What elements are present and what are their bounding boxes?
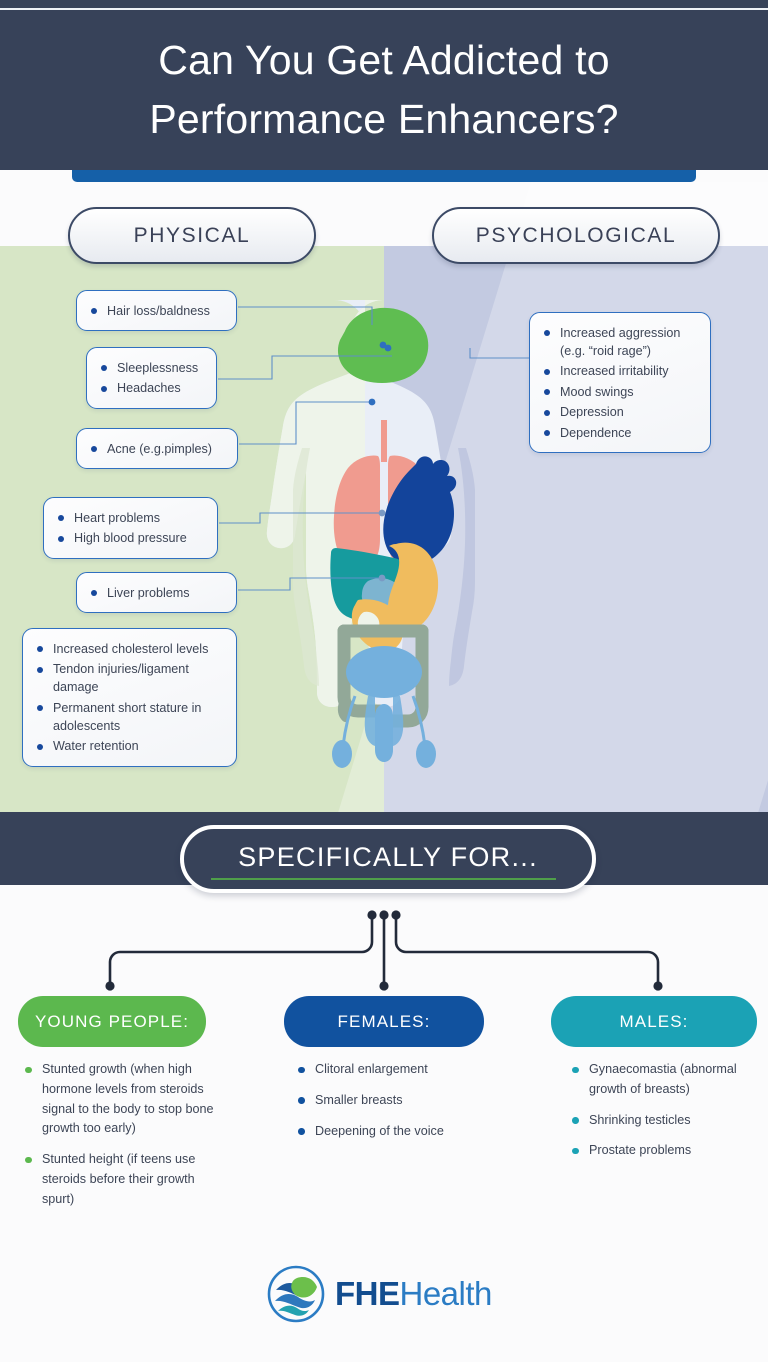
category-label: YOUNG PEOPLE: [34,1011,190,1031]
specifically-underline [211,878,556,880]
callout-misc-physical: Increased cholesterol levels Tendon inju… [22,628,237,767]
tab-psychological[interactable]: PSYCHOLOGICAL [432,207,720,264]
callout-item: Increased irritability [543,362,697,380]
list-item: Stunted growth (when high hormone levels… [25,1060,230,1139]
page-title-line2: Performance Enhancers? [149,96,619,142]
list-males: Gynaecomastia (abnormal growth of breast… [572,1060,762,1172]
category-label: MALES: [619,1011,689,1031]
callout-item: Dependence [543,424,697,442]
callout-item: Increased aggression (e.g. “roid rage”) [543,324,697,360]
callout-heart: Heart problems High blood pressure [43,497,218,559]
callout-hair-loss: Hair loss/baldness [76,290,237,331]
category-pill-females: FEMALES: [284,996,484,1047]
callout-acne: Acne (e.g.pimples) [76,428,238,469]
list-item: Shrinking testicles [572,1111,762,1131]
list-item: Prostate problems [572,1141,762,1161]
heart-organ [383,456,457,566]
tab-physical[interactable]: PHYSICAL [68,207,316,264]
callout-sleep: Sleeplessness Headaches [86,347,217,409]
trachea [381,420,387,462]
logo-brand-light: Health [399,1275,493,1312]
specifically-for-banner: SPECIFICALLY FOR... [180,825,596,893]
fhe-health-logo: FHEHealth [266,1262,506,1326]
callout-liver: Liver problems [76,572,237,613]
fhe-logo-text: FHEHealth [335,1275,492,1313]
callout-item: High blood pressure [57,529,204,547]
category-pill-males: MALES: [551,996,757,1047]
tab-physical-label: PHYSICAL [133,223,251,247]
callout-item: Mood swings [543,383,697,401]
callout-item: Increased cholesterol levels [36,640,223,658]
list-item: Clitoral enlargement [298,1060,508,1080]
page-title-line1: Can You Get Addicted to [158,36,610,83]
list-young-people: Stunted growth (when high hormone levels… [25,1060,230,1220]
left-gonad [332,740,352,768]
list-item: Deepening of the voice [298,1122,508,1142]
callout-item: Headaches [100,379,203,397]
right-gonad [416,740,436,768]
category-pill-young-people: YOUNG PEOPLE: [18,996,206,1047]
tab-psychological-label: PSYCHOLOGICAL [475,223,677,247]
callout-item: Permanent short stature in adolescents [36,699,223,735]
top-hairline [0,8,768,10]
human-body-illustration [248,298,520,810]
logo-brand-bold: FHE [335,1275,400,1312]
list-females: Clitoral enlargement Smaller breasts Dee… [298,1060,508,1152]
callout-item: Heart problems [57,509,204,527]
callout-item: Depression [543,403,697,421]
list-item: Smaller breasts [298,1091,508,1111]
callout-item: Liver problems [90,584,223,602]
callout-item: Acne (e.g.pimples) [90,440,224,458]
callout-item: Water retention [36,737,223,755]
top-strip [0,0,768,8]
category-label: FEMALES: [337,1011,431,1031]
list-item: Stunted height (if teens use steroids be… [25,1150,230,1209]
brain-organ [337,307,429,383]
fhe-logo-mark [267,1265,325,1323]
callout-item: Hair loss/baldness [90,302,223,320]
callout-item: Sleeplessness [100,359,203,377]
callout-psychological: Increased aggression (e.g. “roid rage”) … [529,312,711,453]
specifically-for-label: SPECIFICALLY FOR... [238,841,538,872]
header: Can You Get Addicted to Performance Enha… [0,10,768,170]
appendix [337,700,350,723]
list-item: Gynaecomastia (abnormal growth of breast… [572,1060,762,1100]
bladder-organ [346,646,422,762]
callout-item: Tendon injuries/ligament damage [36,660,223,696]
